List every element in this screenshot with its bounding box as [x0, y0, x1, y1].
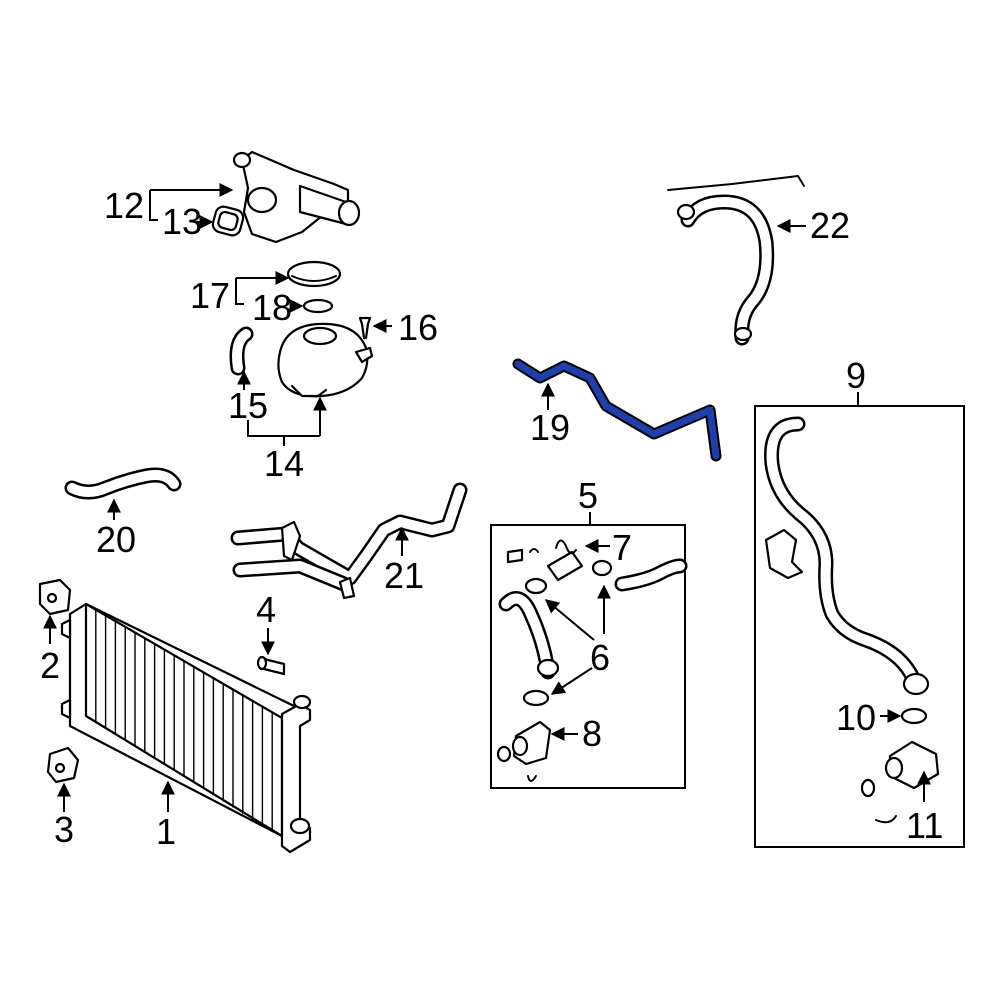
callout-12-13-leaders [149, 183, 234, 229]
callout-14: 14 [264, 443, 304, 484]
sensor-part-4[interactable] [256, 655, 286, 676]
hose-part-6-upper[interactable] [614, 558, 688, 592]
clamp-part-6a[interactable] [524, 577, 548, 595]
callout-13: 13 [162, 201, 202, 242]
callout-15: 15 [228, 385, 268, 426]
kit-box-part-9 [754, 405, 965, 848]
callout-22: 22 [810, 205, 850, 246]
callout-8: 8 [582, 713, 602, 754]
hose-part-6-lower[interactable] [498, 591, 560, 680]
thermostat-housing-part-12[interactable] [232, 150, 361, 244]
callout-20: 20 [96, 519, 136, 560]
clamp-part-6b[interactable] [591, 559, 613, 577]
bolt-part-16[interactable] [358, 316, 372, 340]
callout-10: 10 [836, 697, 876, 738]
kit-box-part-5 [490, 524, 686, 789]
callout-17: 17 [190, 275, 230, 316]
mount-part-2[interactable] [38, 578, 72, 616]
hose-part-15[interactable] [229, 326, 254, 376]
callout-14-18-leaders [235, 271, 392, 446]
hose-part-9[interactable] [764, 416, 930, 696]
radiator-fins [95, 609, 273, 832]
callout-5: 5 [578, 475, 598, 516]
coolant-pipe-part-19[interactable] [512, 358, 722, 462]
mount-part-3[interactable] [46, 746, 80, 784]
clamp-part-10[interactable] [900, 707, 928, 725]
callout-6-8-leaders [544, 539, 611, 741]
callout-16: 16 [398, 307, 438, 348]
coolant-pipe-part-21[interactable] [230, 482, 468, 600]
callout-18: 18 [252, 287, 292, 328]
expansion-tank-part-14[interactable] [277, 322, 374, 398]
radiator-part-1[interactable] [60, 602, 312, 854]
callout-9: 9 [846, 355, 866, 396]
callout-7: 7 [612, 527, 632, 568]
callout-10-11-leaders [880, 709, 931, 802]
callout-3: 3 [54, 809, 74, 850]
callout-4: 4 [256, 589, 276, 630]
tank-cap-part-17[interactable] [286, 260, 342, 288]
callout-19: 19 [530, 407, 570, 448]
callout-21: 21 [384, 555, 424, 596]
callout-12: 12 [104, 185, 144, 226]
clamp-part-6c[interactable] [522, 689, 550, 707]
hose-part-20[interactable] [64, 467, 182, 500]
fitting-part-8[interactable] [496, 720, 552, 782]
callout-2: 2 [40, 645, 60, 686]
connector-part-7[interactable] [506, 539, 584, 582]
gasket-part-13[interactable] [211, 205, 245, 237]
callout-1: 1 [156, 811, 176, 852]
callout-6: 6 [590, 637, 610, 678]
callout-1-4-leaders [43, 614, 275, 812]
seal-ring-part-18[interactable] [302, 298, 334, 314]
callout-11: 11 [906, 805, 943, 846]
hose-part-22[interactable] [667, 175, 805, 346]
